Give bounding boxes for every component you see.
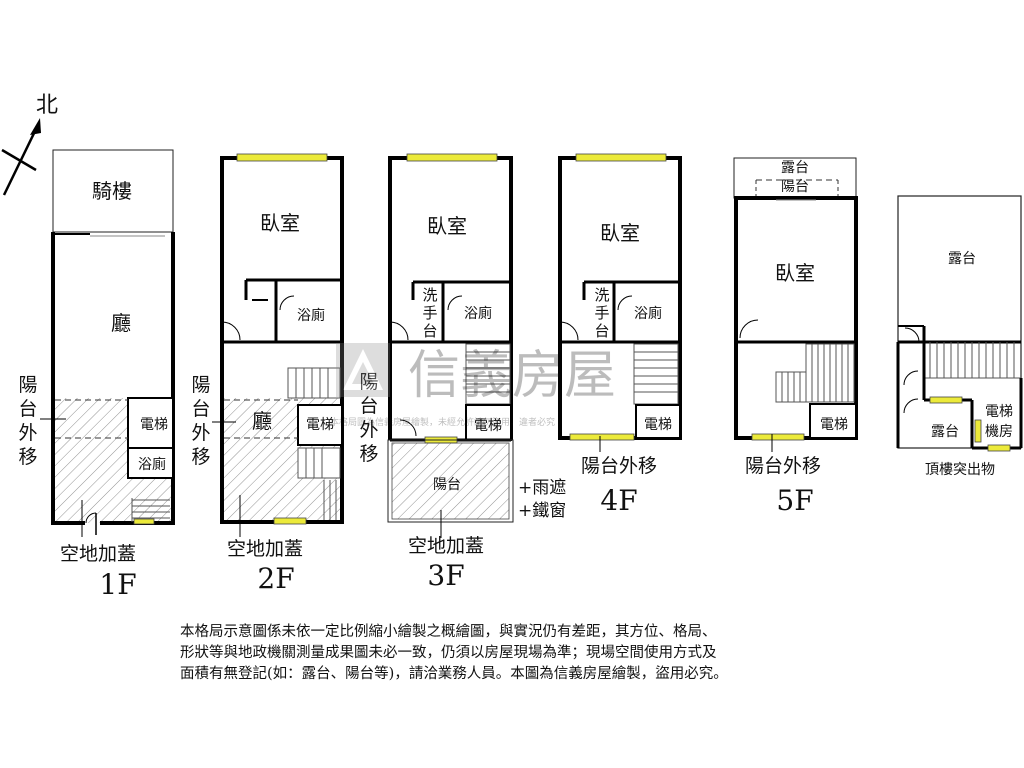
f1-balcony-move-4: 移 [18, 446, 37, 468]
f2-extension-label: 空地加蓋 [227, 538, 303, 560]
watermark-notice: 本格局圖為信義房屋繪製，未經允許請勿盜用，違者必究 [330, 416, 555, 428]
f1-extension-label: 空地加蓋 [60, 543, 136, 565]
f3-bedroom-label: 臥室 [427, 214, 467, 238]
f3-rain-cover-label: +雨遮 [518, 478, 566, 498]
f1-hall-label: 廳 [111, 311, 131, 335]
f1-arcade-label: 騎樓 [92, 179, 132, 203]
f5-floor-label: 5F [776, 484, 813, 517]
f3-balcony-move-1: 陽 [359, 371, 378, 393]
roof-terrace-top-label: 露台 [948, 251, 976, 267]
f2-balcony-move-2: 台 [191, 398, 210, 420]
f1-balcony-move-2: 台 [18, 398, 37, 420]
disclaimer-line: 形狀等與地政機關測量成果圖未必一致，仍須以房屋現場為準；現場空間使用方式及 [180, 645, 717, 661]
floor-5f: 露台 陽台 臥室 電梯 陽台外移 5F [733, 157, 858, 517]
floor-2f: 臥室 浴廁 廳 電梯 陽 台 外 移 空地加蓋 2F [191, 153, 344, 595]
f2-elevator-label: 電梯 [306, 417, 334, 433]
f4-wash-2: 手 [594, 304, 609, 322]
f4-wash-1: 洗 [594, 286, 609, 304]
roof-terrace-small-label: 露台 [931, 424, 959, 440]
f4-balcony-move-label: 陽台外移 [581, 455, 657, 477]
floor-4f: 臥室 洗 手 台 浴廁 電梯 陽台外移 4F [558, 153, 682, 517]
f3-wash-2: 手 [422, 304, 437, 322]
f3-extension-label: 空地加蓋 [408, 535, 484, 557]
f4-elevator-label: 電梯 [644, 417, 672, 433]
roof-label: 頂樓突出物 [925, 462, 995, 478]
f1-balcony-move-3: 外 [18, 422, 37, 444]
f2-balcony-move-3: 外 [191, 422, 210, 444]
f1-balcony-move-1: 陽 [18, 374, 37, 396]
floor-3f: 臥室 洗 手 台 浴廁 電梯 陽 台 外 移 陽台 +雨遮 +鐵窗 空地加蓋 3… [359, 153, 566, 592]
f2-hall-label: 廳 [252, 409, 272, 433]
f3-balcony-label: 陽台 [433, 477, 461, 493]
f3-balcony-move-2: 台 [359, 395, 378, 417]
f2-balcony-move-4: 移 [191, 446, 210, 468]
f3-iron-window-label: +鐵窗 [518, 501, 566, 521]
f3-wash-1: 洗 [422, 286, 437, 304]
f2-floor-label: 2F [257, 562, 294, 595]
disclaimer-line: 本格局示意圖係未依一定比例縮小繪製之概繪圖，與實況仍有差距，其方位、格局、 [180, 624, 717, 640]
compass: 北 [1, 93, 58, 196]
disclaimer-line: 面積有無登記(如：露台、陽台等)，請洽業務人員。本圖為信義房屋繪製，盜用必究。 [180, 666, 728, 682]
f1-elevator-label: 電梯 [140, 417, 168, 433]
f3-balcony-move-4: 移 [359, 443, 378, 465]
f4-bath-label: 浴廁 [634, 305, 662, 322]
compass-north-label: 北 [36, 93, 58, 118]
f3-wash-3: 台 [422, 322, 437, 340]
f5-balcony-label: 陽台 [781, 179, 809, 195]
f2-bedroom-label: 臥室 [260, 211, 300, 235]
roof-elevator-room-2: 機房 [985, 424, 1013, 440]
floor-plan-diagram: 北 騎樓 廳 電梯 浴廁 陽 台 外 移 空地加蓋 1F [1, 93, 1023, 601]
f3-elevator-label: 電梯 [474, 418, 502, 434]
f4-wash-3: 台 [594, 322, 609, 340]
f2-bath-label: 浴廁 [297, 307, 325, 324]
f4-bedroom-label: 臥室 [600, 221, 640, 245]
f3-floor-label: 3F [427, 559, 464, 592]
watermark: 信義房屋 本格局圖為信義房屋繪製，未經允許請勿盜用，違者必究 [330, 343, 616, 428]
floor-1f: 騎樓 廳 電梯 浴廁 陽 台 外 移 空地加蓋 1F [18, 149, 175, 601]
f1-floor-label: 1F [99, 568, 136, 601]
f3-bath-label: 浴廁 [464, 305, 492, 322]
watermark-brand: 信義房屋 [408, 346, 616, 406]
watermark-logo-icon [336, 343, 390, 397]
roof-elevator-room-1: 電梯 [985, 404, 1013, 420]
f5-terrace-label: 露台 [781, 160, 809, 176]
f5-bedroom-label: 臥室 [775, 261, 815, 285]
f2-balcony-move-1: 陽 [191, 374, 210, 396]
f5-elevator-label: 電梯 [820, 417, 848, 433]
f1-bath-label: 浴廁 [138, 456, 166, 473]
roof-structure: 露台 露台 電梯 機房 頂樓突出物 [896, 195, 1023, 478]
f4-floor-label: 4F [600, 484, 637, 517]
disclaimer: 本格局示意圖係未依一定比例縮小繪製之概繪圖，與實況仍有差距，其方位、格局、 形狀… [180, 622, 860, 685]
f3-balcony-move-3: 外 [359, 419, 378, 441]
f5-balcony-move-label: 陽台外移 [745, 455, 821, 477]
